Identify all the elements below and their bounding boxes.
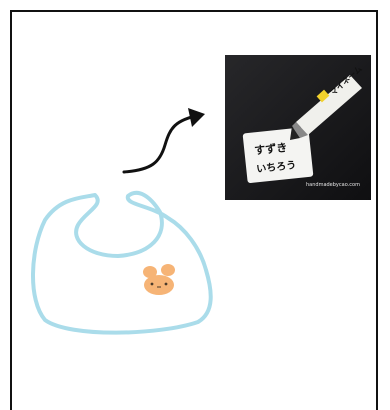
photo-watermark: handmadebycao.com bbox=[306, 182, 360, 188]
curved-arrow-icon bbox=[124, 108, 205, 172]
name-tag-photo: すずき いちろう マイネーム handmadebycao.com bbox=[225, 55, 371, 200]
baby-bib-icon bbox=[33, 193, 211, 333]
bunny-face-icon bbox=[143, 264, 175, 295]
